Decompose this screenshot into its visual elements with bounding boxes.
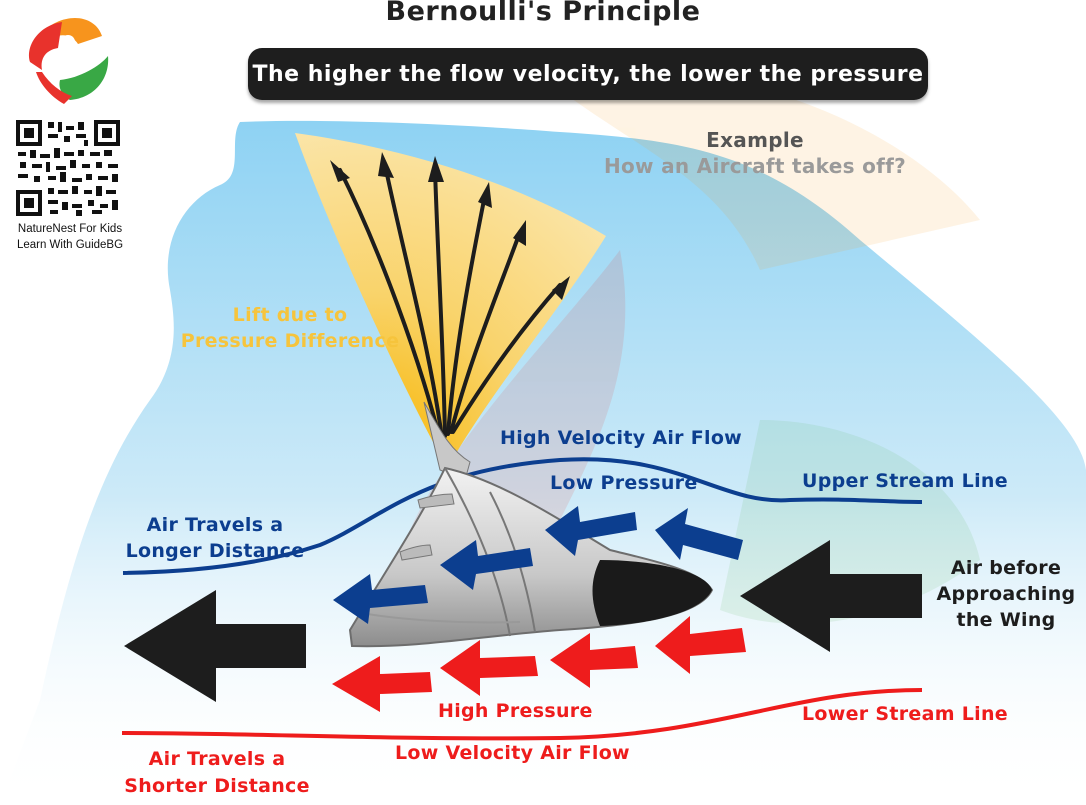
air-shorter-line-1: Air Travels a bbox=[148, 748, 286, 770]
air-shorter-label: Air Travels a Shorter Distance bbox=[112, 746, 322, 800]
arrow-left-icon bbox=[124, 590, 306, 702]
lower-stream-line bbox=[121, 688, 923, 741]
air-before-line-2: Approaching bbox=[936, 583, 1076, 605]
air-longer-line-1: Air Travels a bbox=[146, 514, 284, 536]
lower-stream-label: Lower Stream Line bbox=[802, 703, 1008, 725]
credit-line-1: NatureNest For Kids bbox=[17, 223, 123, 235]
page-title: Bernoulli's Principle bbox=[385, 0, 701, 27]
credit-line-2: Learn With GuideBG bbox=[16, 239, 124, 251]
lower-flow-arrows bbox=[332, 616, 746, 712]
air-before-line-1: Air before bbox=[950, 557, 1062, 579]
arrow-left-icon bbox=[740, 540, 922, 652]
subtitle-banner: The higher the flow velocity, the lower … bbox=[248, 48, 928, 100]
example-question: How an Aircraft takes off? bbox=[603, 154, 907, 178]
air-before-line-3: the Wing bbox=[956, 609, 1056, 631]
logo-icon bbox=[29, 17, 109, 104]
low-velocity-label: Low Velocity Air Flow bbox=[395, 742, 630, 764]
air-before-label: Air before Approaching the Wing bbox=[926, 555, 1086, 633]
high-pressure-label: High Pressure bbox=[438, 700, 593, 722]
upper-stream-label: Upper Stream Line bbox=[802, 470, 1008, 492]
low-pressure-label: Low Pressure bbox=[550, 472, 698, 494]
lift-label: Lift due to Pressure Difference bbox=[140, 302, 440, 354]
lift-arrow-heads bbox=[330, 152, 570, 300]
qr-code-icon bbox=[16, 120, 120, 216]
credit-text: NatureNest For Kids Learn With GuideBG bbox=[6, 221, 134, 253]
air-longer-line-2: Longer Distance bbox=[125, 540, 305, 562]
lift-arrows bbox=[338, 163, 562, 442]
upper-stream-line bbox=[122, 457, 923, 575]
high-velocity-label: High Velocity Air Flow bbox=[500, 427, 743, 449]
air-longer-label: Air Travels a Longer Distance bbox=[110, 512, 320, 564]
example-heading: Example bbox=[706, 128, 804, 152]
subtitle-text: The higher the flow velocity, the lower … bbox=[252, 61, 924, 87]
air-shorter-line-2: Shorter Distance bbox=[124, 775, 310, 797]
lift-label-line-1: Lift due to bbox=[232, 304, 348, 326]
lift-fan bbox=[295, 133, 606, 455]
upper-flow-arrows bbox=[333, 506, 743, 624]
lift-label-line-2: Pressure Difference bbox=[180, 330, 400, 352]
